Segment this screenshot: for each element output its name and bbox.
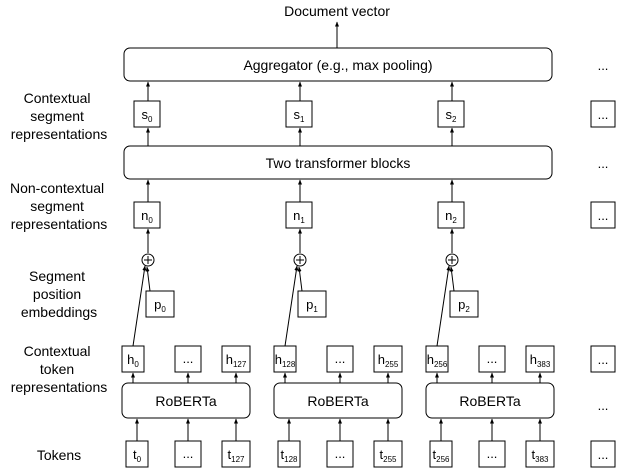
segment-1-h-last-box — [373, 345, 403, 373]
segment-0-t-first: t0 — [133, 447, 142, 464]
segment-0-roberta-box — [121, 382, 251, 419]
segment-1-h-first: h128 — [275, 352, 296, 369]
segment-1-s: s1 — [294, 107, 306, 124]
label-noncontextual-segment: Non-contextual segment representations — [10, 180, 108, 232]
segment-0-h-first: h0 — [127, 352, 139, 369]
segment-2-s: s2 — [446, 107, 458, 124]
ellipsis-text-h: ... — [598, 352, 609, 367]
segment-1-t-first: t128 — [281, 447, 299, 464]
segment-1-p: p1 — [306, 297, 318, 314]
segment-2-t-first: t256 — [433, 447, 451, 464]
ellipsis-text-s: ... — [598, 107, 609, 122]
aggregator-box — [123, 47, 553, 82]
ellipsis-text-roberta: ... — [598, 398, 609, 413]
segment-1-n: n1 — [293, 208, 305, 225]
segment-0-s: s0 — [142, 107, 154, 124]
segment-0-s-box — [133, 100, 161, 128]
segment-2-roberta-label: RoBERTa — [459, 393, 520, 409]
segment-2-h-first: h256 — [427, 352, 448, 369]
segment-2-h-ellipsis: ... — [487, 351, 498, 366]
segment-2-h-last: h383 — [530, 352, 551, 369]
segment-0-n: n0 — [141, 208, 153, 225]
aggregator-ellipsis: ... — [598, 58, 609, 73]
segment-1-s-box — [285, 100, 313, 128]
segment-2-t-ellipsis-box — [478, 440, 506, 468]
segment-2-n: n2 — [445, 208, 457, 225]
segment-2-s-box — [437, 100, 465, 128]
segment-0-h-ellipsis-box — [174, 345, 202, 373]
ellipsis-box-n — [590, 201, 616, 229]
segment-0-p: p0 — [154, 297, 166, 314]
ellipsis-box-t — [590, 440, 616, 468]
segment-2-t-last-box — [525, 440, 555, 468]
segment-1-t-last-box — [373, 440, 403, 468]
label-position-embeddings: Segment position embeddings — [21, 268, 97, 320]
segment-2-h-ellipsis-box — [478, 345, 506, 373]
segment-1-t-last: t255 — [380, 447, 398, 464]
transformer-box — [123, 145, 553, 180]
segment-1-roberta-label: RoBERTa — [307, 393, 368, 409]
segment-2-h-last-box — [525, 345, 555, 373]
document-vector-title: Document vector — [284, 3, 390, 19]
ellipsis-box-h — [590, 345, 616, 373]
segment-0-h-last-box — [221, 345, 251, 373]
segment-2-p: p2 — [458, 297, 470, 314]
aggregator-label: Aggregator (e.g., max pooling) — [243, 57, 432, 73]
segment-0-p-box — [145, 290, 175, 318]
segment-1-h-ellipsis-box — [326, 345, 354, 373]
label-tokens: Tokens — [37, 447, 81, 463]
segment-2-t-ellipsis: ... — [487, 446, 498, 461]
segment-0-t-ellipsis-box — [174, 440, 202, 468]
segment-0-h-last: h127 — [226, 352, 247, 369]
segment-1-t-ellipsis: ... — [335, 446, 346, 461]
segment-0-h-ellipsis: ... — [183, 351, 194, 366]
transformer-ellipsis: ... — [598, 156, 609, 171]
ellipsis-text-t: ... — [598, 447, 609, 462]
segment-1-n-box — [285, 201, 313, 229]
segment-2-roberta-box — [425, 382, 555, 419]
segment-0-roberta-label: RoBERTa — [155, 393, 216, 409]
segment-2-t-last: t383 — [532, 447, 550, 464]
segment-0-t-last: t127 — [228, 447, 246, 464]
ellipsis-box-s — [590, 100, 616, 128]
segment-2-p-box — [449, 290, 479, 318]
ellipsis-text-n: ... — [598, 208, 609, 223]
transformer-label: Two transformer blocks — [266, 155, 411, 171]
label-contextual-token: Contextual token representations — [11, 343, 108, 395]
segment-1-roberta-box — [273, 382, 403, 419]
segment-1-p-box — [297, 290, 327, 318]
segment-0-t-ellipsis: ... — [183, 446, 194, 461]
label-contextual-segment: Contextual segment representations — [11, 90, 108, 142]
segment-0-n-box — [133, 201, 161, 229]
segment-1-h-last: h255 — [378, 352, 399, 369]
segment-1-h-ellipsis: ... — [335, 351, 346, 366]
segment-2-n-box — [437, 201, 465, 229]
